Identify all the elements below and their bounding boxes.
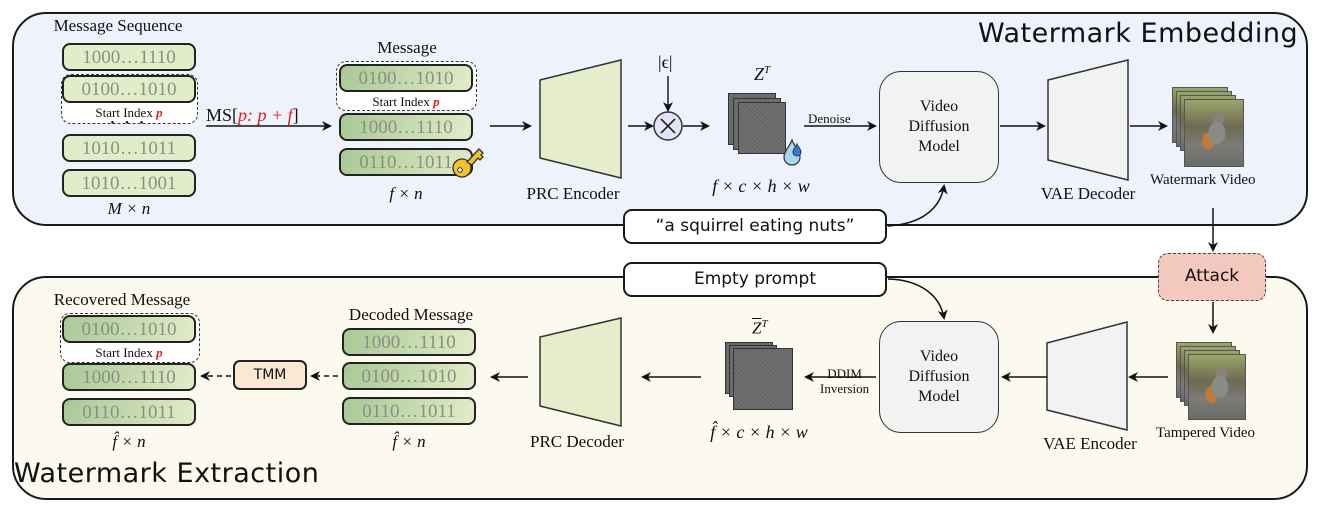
start-index-label: Start Index p [372, 94, 440, 109]
prc-decoder-label: PRC Decoder [530, 432, 624, 451]
recovered-row: 0100…1010 [62, 315, 196, 343]
latent-dims: f × c × h × w [712, 176, 810, 196]
sequence-row: 1010…1001 [62, 169, 196, 197]
sequence-dims: M × n [107, 199, 151, 218]
watermark-video-thumbnail [1184, 99, 1244, 167]
message-sequence-title: Message Sequence [53, 16, 183, 35]
tampered-video-thumbnail [1188, 354, 1246, 420]
latent-hat-symbol: ZT [752, 318, 768, 338]
start-index-label: Start Index p [95, 105, 163, 120]
prc-encoder-label: PRC Encoder [526, 184, 620, 203]
embedding-title: Watermark Embedding [978, 18, 1299, 49]
empty-prompt-box: Empty prompt [623, 262, 887, 297]
sequence-row: 1010…1011 [62, 134, 196, 162]
recovered-dims: f̂ × n [112, 432, 146, 451]
recovered-row: 0110…1011 [62, 398, 196, 426]
recovered-message-title: Recovered Message [53, 290, 191, 309]
slice-label: MS[p: p + f] [206, 105, 299, 125]
noise-frame [733, 348, 793, 410]
sequence-row: 0100…1010 [62, 75, 196, 103]
sequence-row: 1000…1110 [62, 43, 196, 71]
vae-decoder-symbol: 𝓓 [1077, 112, 1096, 138]
message-row: 1000…1110 [339, 113, 473, 141]
vae-encoder-symbol: 𝓔 [1078, 362, 1092, 388]
watermark-video-label: Watermark Video [1150, 172, 1256, 188]
denoise-label: Denoise [808, 111, 851, 126]
message-dims: f × n [389, 184, 423, 203]
decoded-row: 1000…1110 [342, 328, 476, 356]
recovered-row: 1000…1110 [62, 363, 196, 391]
text-prompt-box: “a squirrel eating nuts” [623, 209, 887, 244]
ellipsis-dots: • • • [110, 117, 148, 129]
message-row: 0110…1011 [339, 148, 473, 176]
decoded-row: 0100…1010 [342, 362, 476, 390]
tmm-box: TMM [233, 360, 307, 390]
message-title: Message [377, 38, 437, 57]
prc-decoder-symbol: 𝓜𝓓 [557, 362, 598, 396]
attack-box: Attack [1158, 253, 1266, 301]
message-row: 0100…1010 [339, 64, 473, 92]
extraction-title: Watermark Extraction [14, 458, 320, 489]
decoded-message-title: Decoded Message [348, 305, 474, 324]
latent-hat-dims: f̂ × c × h × w [710, 422, 808, 442]
decoded-row: 0110…1011 [342, 397, 476, 425]
vae-decoder-label: VAE Decoder [1040, 184, 1136, 203]
decoded-dims: f̂ × n [392, 432, 426, 451]
latent-symbol: ZT [754, 64, 771, 84]
prc-encoder-symbol: 𝓜𝓔 [544, 115, 582, 149]
tampered-video-label: Tampered Video [1156, 425, 1255, 441]
vae-encoder-label: VAE Encoder [1043, 434, 1137, 453]
noise-frame [738, 102, 786, 154]
start-index-label: Start Index p [95, 345, 163, 360]
epsilon-label: |ϵ| [658, 52, 673, 72]
